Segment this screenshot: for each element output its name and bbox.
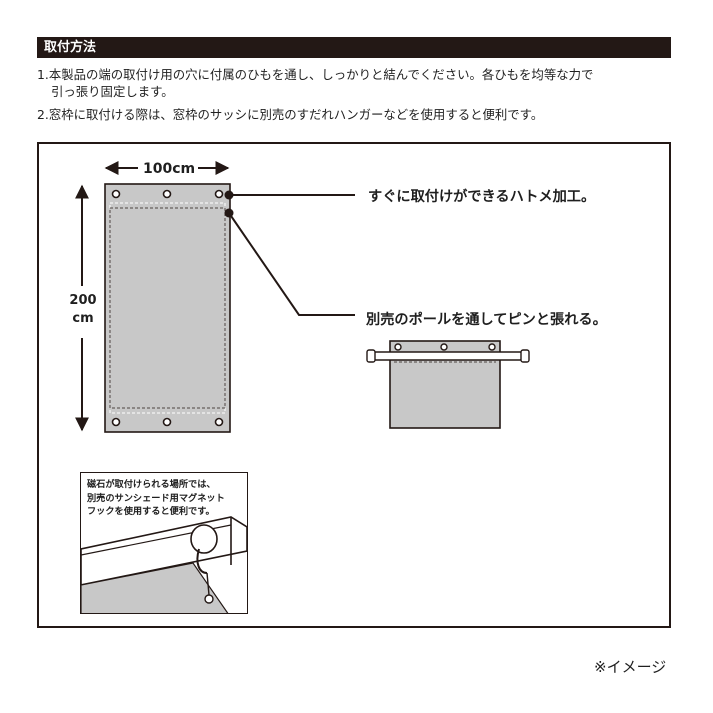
- instruction-step-1: 1.本製品の端の取付け用の穴に付属のひもを通し、しっかりと結んでください。各ひも…: [37, 67, 594, 82]
- magnet-hook-icon: [190, 524, 218, 604]
- pole-icon: [371, 351, 525, 361]
- section-header: 取付方法: [37, 37, 671, 58]
- grommet-icon: [440, 343, 448, 351]
- magnet-hook-note: 磁石が取付けられる場所では、 別売のサンシェード用マグネット フックを使用すると…: [80, 472, 248, 614]
- grommet-icon: [162, 189, 172, 199]
- shade-panel: [104, 183, 231, 433]
- height-label-unit: cm: [72, 311, 94, 326]
- note-line-2: 別売のサンシェード用マグネット: [87, 492, 225, 504]
- grommet-icon: [214, 417, 224, 427]
- callout-grommet: すぐに取付けができるハトメ加工。: [368, 189, 596, 205]
- callout-pole: 別売のポールを通してピンと張れる。: [366, 312, 607, 328]
- grommet-icon: [488, 343, 496, 351]
- height-label: 200 cm: [66, 292, 100, 328]
- grommet-icon: [214, 189, 224, 199]
- image-disclaimer: ※イメージ: [594, 658, 667, 676]
- grommet-holes: [111, 189, 224, 427]
- grommet-icon: [111, 189, 121, 199]
- grommet-icon: [111, 417, 121, 427]
- grommet-icon: [162, 417, 172, 427]
- width-label: 100cm: [143, 161, 196, 177]
- callout-dot-icon: [224, 190, 234, 200]
- instruction-step-2: 2.窓枠に取付ける際は、窓枠のサッシに別売のすだれハンガーなどを使用すると便利で…: [37, 107, 544, 122]
- note-text: 磁石が取付けられる場所では、 別売のサンシェード用マグネット フックを使用すると…: [87, 478, 247, 519]
- callout-dot-icon: [224, 208, 234, 218]
- diagram-frame: [37, 142, 671, 628]
- grommet-icon: [394, 343, 402, 351]
- magnet-hook-illustration: [81, 516, 247, 613]
- pole-illustration: [366, 340, 530, 429]
- height-label-value: 200: [69, 293, 97, 308]
- note-line-3: フックを使用すると便利です。: [87, 506, 215, 517]
- note-line-1: 磁石が取付けられる場所では、: [87, 479, 216, 490]
- instruction-step-1-continued: 引っ張り固定します。: [51, 84, 174, 99]
- callout-leader-lines: [228, 194, 355, 316]
